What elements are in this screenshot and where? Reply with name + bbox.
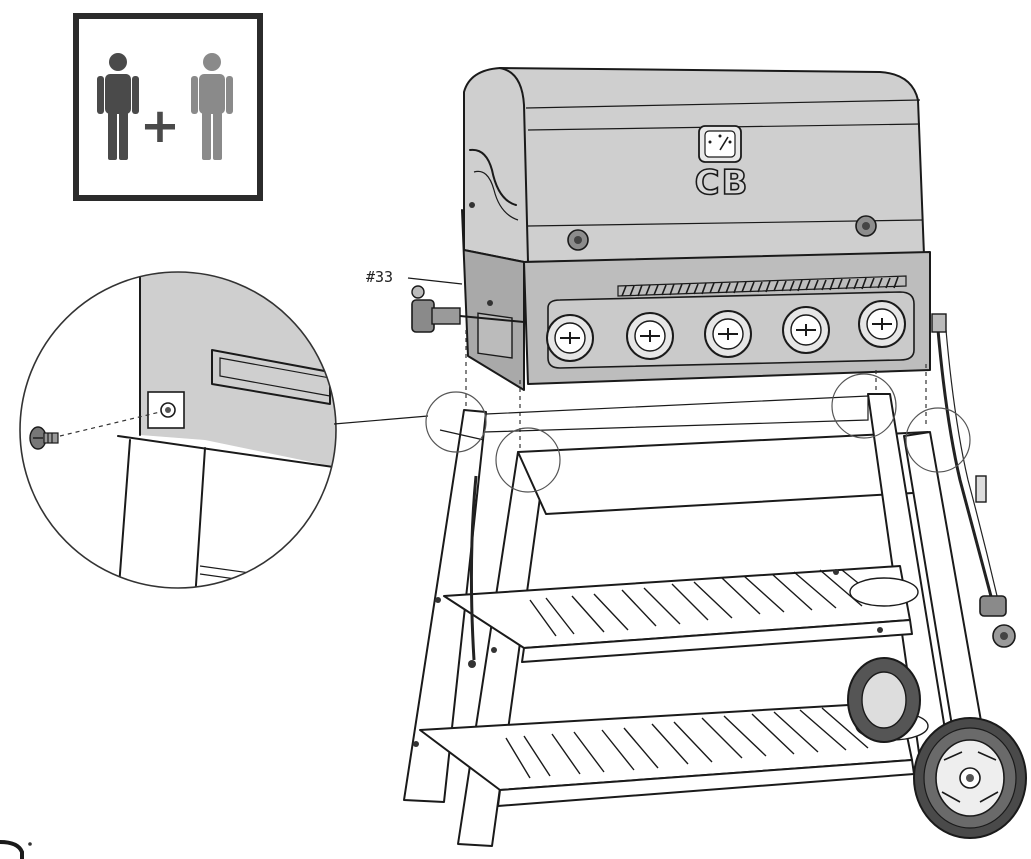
svg-text:#33: #33 [366,268,393,286]
vent-slots [617,275,907,297]
cart-frame [403,393,991,847]
thermometer-icon [698,125,742,163]
zone-circle-rear-left [425,391,487,453]
control-knob-4 [782,306,830,354]
part-callout-33: #33 [366,268,463,286]
screw-icon [29,426,59,450]
control-knob-1 [546,314,594,362]
propane-hose-icon [931,313,1016,648]
person-light-icon [191,53,233,160]
alignment-guides [465,330,927,454]
person-dark-icon [97,53,139,160]
detail-zone-markers [425,373,971,493]
front-top-rail [517,431,931,515]
lid-bolt-right [855,215,877,237]
lower-shelf-slats [505,707,869,779]
brand-mark-fragment [0,840,32,859]
wheel-front [913,717,1027,839]
control-knob-5 [858,300,906,348]
plus-sign: + [140,98,180,154]
control-knob-2 [626,312,674,360]
zone-circle-front-left [495,427,561,493]
grill-head: CB [411,67,931,391]
detail-zoom-circle [19,271,429,589]
gas-regulator-icon [411,285,525,333]
lid-bolt-left [567,229,589,251]
wheel-rear [847,657,921,743]
zone-circle-rear-right [831,373,897,439]
leg-rear-left [403,409,487,803]
zone-circle-front-right [905,407,971,473]
control-knob-3 [704,310,752,358]
two-person-assembly-icon: + [73,13,263,201]
grill-logo: CB [695,163,750,203]
